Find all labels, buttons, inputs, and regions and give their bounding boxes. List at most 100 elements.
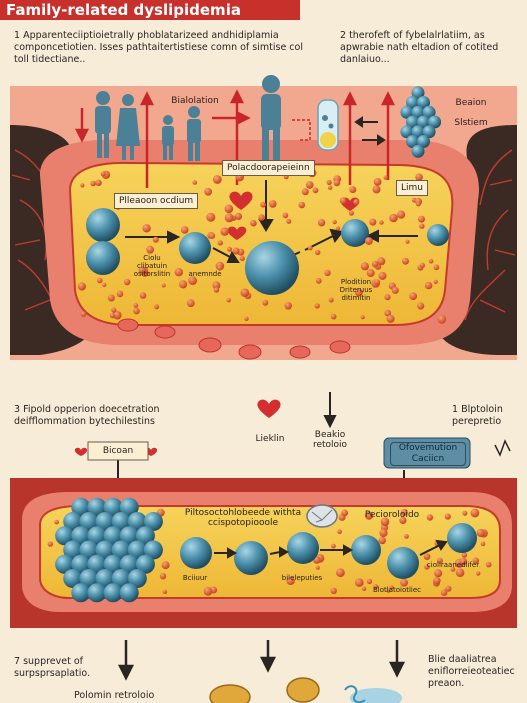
lipid-dot <box>462 510 468 516</box>
lipid-dot <box>470 508 480 518</box>
lipid-dot <box>374 279 381 285</box>
lipid-dot <box>162 589 168 594</box>
lipid-dot <box>116 290 124 298</box>
lipid-dot <box>400 578 408 587</box>
lipid-dot <box>445 585 452 592</box>
lipid-dot <box>102 282 107 287</box>
lipid-dot <box>444 513 451 520</box>
lipid-dot <box>286 576 295 586</box>
cluster-ball <box>95 512 115 531</box>
cluster-ball <box>87 583 107 603</box>
label-bottom-main: Piltosoctohlobeede withta ccispotopioool… <box>184 508 302 528</box>
lipid-dot <box>308 245 313 251</box>
lipid-dot <box>404 534 409 539</box>
lipid-dot <box>80 183 85 188</box>
lipid-dot <box>353 199 360 205</box>
cluster-ball <box>95 569 115 588</box>
lipid-dot <box>459 557 468 566</box>
lipid-dot <box>373 584 379 590</box>
lipid-dot <box>209 232 216 239</box>
lipid-dot <box>161 283 166 288</box>
cluster-ball <box>417 135 430 148</box>
crystal-icon <box>306 504 338 528</box>
lipid-dot <box>361 586 367 591</box>
cluster-ball <box>119 583 139 603</box>
cell <box>447 523 477 553</box>
lipid-dot <box>455 568 465 577</box>
cluster-ball <box>111 540 131 560</box>
lipid-dot <box>400 508 408 516</box>
lipid-dot <box>389 213 398 223</box>
lipid-dot <box>378 271 387 280</box>
lipid-dot <box>174 268 183 277</box>
lipid-dot <box>239 255 245 261</box>
cluster-ball <box>411 125 425 139</box>
lipid-dot <box>440 589 448 596</box>
lipid-dot <box>301 188 309 196</box>
lipid-dot <box>54 519 59 525</box>
label-bottom-small-1: Bciiuur <box>182 574 208 582</box>
footer-left: 7 supprevet of surpsprsaplatio. <box>14 656 91 679</box>
lipid-dot <box>476 528 485 538</box>
lipid-dot <box>220 227 229 236</box>
cluster-ball <box>63 569 83 588</box>
lipid-dot <box>384 294 391 301</box>
lipid-dot <box>360 315 365 320</box>
cluster-ball <box>400 105 414 119</box>
cluster-ball <box>87 497 107 517</box>
label-small-3: Plodition Driteruus ditimitin <box>339 278 373 302</box>
lipid-dot <box>383 175 388 180</box>
cluster-ball <box>422 125 436 139</box>
lipid-dot <box>328 185 333 190</box>
cluster-ball <box>135 526 155 546</box>
lipid-dot <box>133 307 140 315</box>
dashed-arrow <box>292 119 311 141</box>
lipid-dot <box>419 223 425 229</box>
lipid-dot <box>424 281 433 290</box>
zigzag-icon <box>494 439 511 457</box>
cluster-ball <box>143 512 163 531</box>
lipid-dot <box>373 178 382 186</box>
cluster-ball <box>428 115 442 129</box>
page-title: Family-related dyslipidemia <box>0 0 300 20</box>
label-bottom-small-4: Blotlatoiotliec <box>372 586 422 594</box>
lipid-dot <box>107 294 115 302</box>
cluster-ball <box>411 86 425 100</box>
label-lieklin: Lieklin <box>255 434 285 444</box>
lipid-dot <box>262 299 269 306</box>
lipid-dot <box>331 543 336 549</box>
lipid-dot <box>217 240 223 246</box>
cluster-ball <box>111 512 131 531</box>
label-plleaoon: Plleaoon ocdium <box>114 193 199 209</box>
label-limu: Limu <box>396 180 428 196</box>
cluster-ball <box>103 497 123 517</box>
lipid-dot <box>226 298 231 303</box>
lipid-particles-top <box>77 168 447 324</box>
cluster-ball <box>79 569 99 588</box>
cluster-ball <box>71 497 91 517</box>
lipid-dot <box>113 310 122 320</box>
lipid-dot <box>224 204 234 214</box>
lipid-dot <box>434 569 443 578</box>
lipid-dot <box>152 236 159 243</box>
lipid-dot <box>335 226 341 231</box>
cell <box>179 232 211 264</box>
cluster-ball <box>63 512 83 531</box>
lipid-dot <box>324 269 331 277</box>
footer-right: Blie daaliatrea eniflorreieoteatiec prea… <box>428 654 515 689</box>
lipid-dot <box>480 541 486 547</box>
lipid-dot <box>364 511 374 520</box>
lipid-dot <box>377 257 386 266</box>
lipid-dot <box>366 578 373 585</box>
lipid-dot <box>371 260 379 268</box>
lipid-dot <box>437 314 447 324</box>
footer-bottom: Polomin retroloio <box>74 690 155 701</box>
lipid-dot <box>436 557 443 564</box>
lipid-dot <box>95 179 102 186</box>
lipid-dot <box>433 577 441 585</box>
cluster-ball <box>71 583 91 603</box>
label-bottom-small-2: bileleputies <box>281 574 323 582</box>
label-bicoan: Bicoan <box>102 446 134 456</box>
cell <box>245 241 299 295</box>
lipid-cluster-top <box>400 86 442 158</box>
